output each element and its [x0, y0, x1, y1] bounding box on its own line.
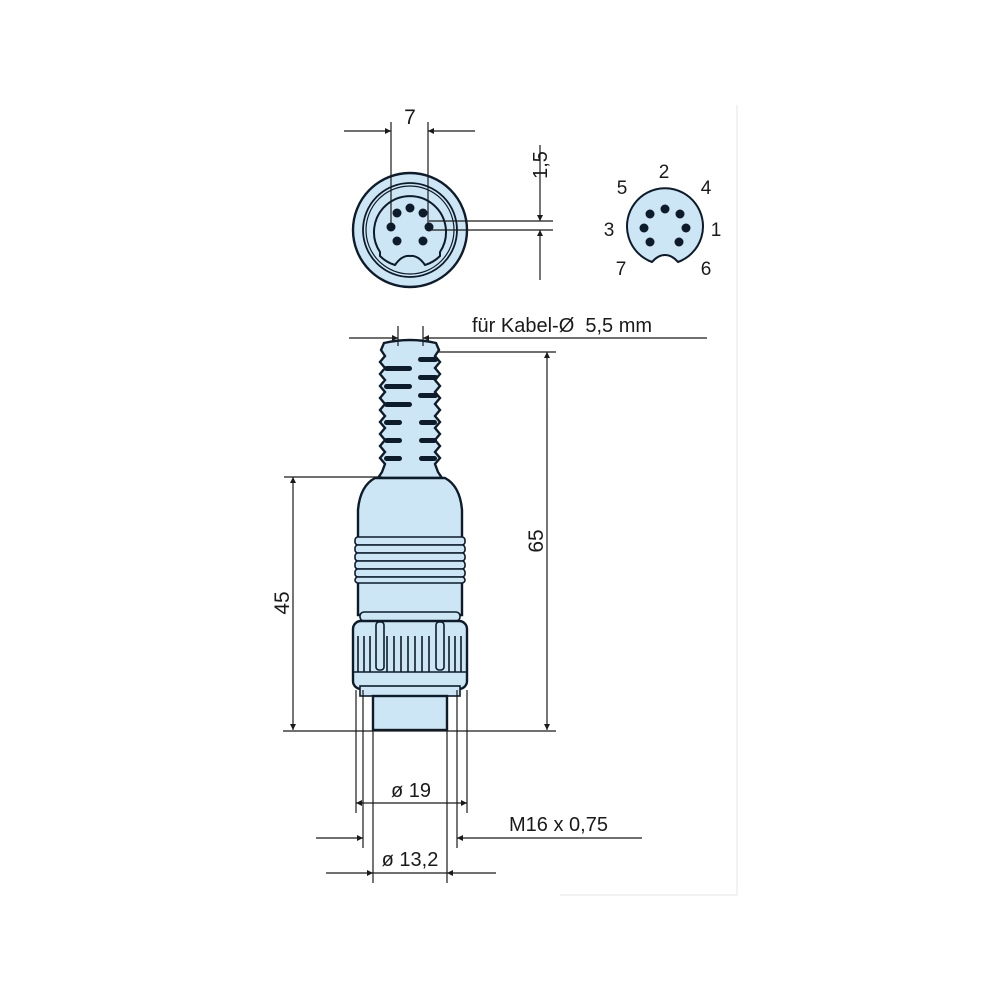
pin-label-6: 6 — [701, 259, 712, 280]
dim-label-45: 45 — [271, 591, 294, 614]
dim-label-1-5: 1,5 — [530, 151, 552, 179]
pin-label-1: 1 — [711, 220, 722, 241]
cable-strain-relief — [375, 338, 445, 480]
knurl-lines — [353, 636, 467, 673]
housing-thread — [354, 536, 466, 584]
dimension-nut-diameter: ø 19 — [356, 780, 467, 806]
housing-collar — [359, 611, 461, 622]
bottom-sleeve — [371, 694, 449, 732]
pinout-face — [626, 187, 704, 264]
side-view: für Kabel-Ø 5,5 mm 65 45 — [271, 315, 707, 883]
dimension-thread: M16 x 0,75 — [316, 814, 642, 841]
dimension-pin-offset: 1,5 — [429, 145, 553, 280]
pin-label-5: 5 — [617, 178, 628, 199]
sheet-frame — [560, 105, 738, 896]
pin-label-3: 3 — [604, 220, 615, 241]
dimension-body-length: 45 — [271, 476, 382, 730]
dim-label-dia-13-2: ø 13,2 — [382, 849, 439, 871]
dimension-total-length: 65 — [438, 351, 556, 730]
pin-label-4: 4 — [701, 178, 712, 199]
extension-lines — [355, 690, 468, 883]
dim-label-thread: M16 x 0,75 — [509, 814, 608, 836]
pin-label-7: 7 — [616, 259, 627, 280]
front-pins — [386, 203, 434, 246]
nut-rib-left — [375, 621, 385, 671]
dimension-pin-span: 7 — [344, 106, 475, 227]
pin-label-2: 2 — [659, 162, 670, 183]
dim-label-65: 65 — [525, 529, 548, 552]
nut-base — [359, 685, 461, 697]
nut-rib-right — [435, 621, 445, 671]
dimension-cable-diameter: für Kabel-Ø 5,5 mm — [349, 315, 707, 346]
front-view: 7 1,5 — [344, 106, 553, 289]
cable-slots — [384, 357, 438, 461]
dimension-sleeve-diameter: ø 13,2 — [326, 849, 496, 876]
dim-label-7: 7 — [404, 106, 416, 129]
dim-label-dia-19: ø 19 — [391, 780, 431, 802]
pinout-diagram: 5 2 4 3 1 7 6 — [604, 162, 722, 280]
cable-diameter-note: für Kabel-Ø 5,5 mm — [472, 315, 652, 337]
